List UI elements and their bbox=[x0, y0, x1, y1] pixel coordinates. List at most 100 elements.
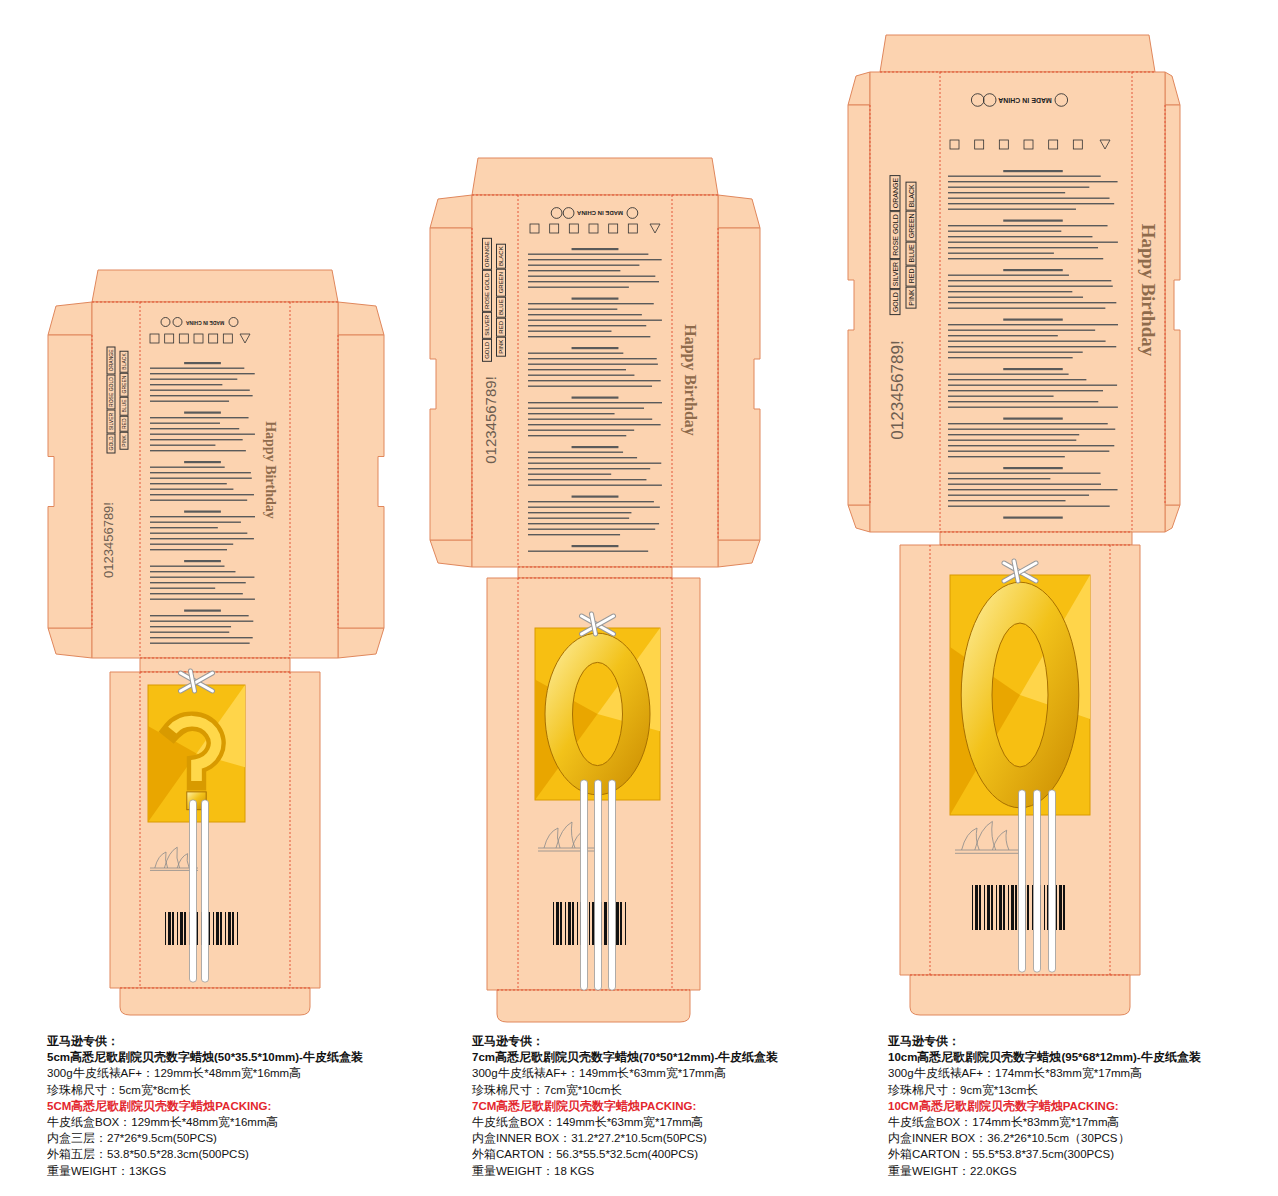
spec-line: 重量WEIGHT：22.0KGS bbox=[888, 1164, 1017, 1178]
fine-print bbox=[150, 428, 239, 429]
fine-print bbox=[528, 331, 611, 332]
fine-print bbox=[948, 357, 1073, 358]
spec-line: 外箱CARTON：56.3*55.5*32.5cm(400PCS) bbox=[472, 1147, 698, 1161]
color-name: ROSE GOLD bbox=[890, 211, 901, 259]
fine-print bbox=[948, 440, 1076, 441]
fine-print bbox=[948, 434, 1079, 435]
fold-line bbox=[1132, 72, 1133, 532]
fine-print bbox=[528, 485, 662, 486]
spec-line: 珍珠棉尺寸：7cm宽*10cm长 bbox=[472, 1083, 622, 1097]
barcode bbox=[225, 912, 226, 945]
fine-print bbox=[150, 500, 247, 501]
fold-line bbox=[930, 545, 931, 975]
made-in-label: MADE IN CHINA bbox=[577, 210, 623, 216]
barcode bbox=[1044, 885, 1045, 930]
color-table-row: GOLDSILVERROSE GOLDORANGE bbox=[890, 175, 901, 315]
fine-print bbox=[948, 335, 1058, 336]
fine-print bbox=[528, 303, 654, 304]
fold-line bbox=[140, 302, 141, 658]
warning-icon bbox=[609, 224, 618, 233]
color-name: GREEN bbox=[496, 269, 506, 296]
color-name: GREEN bbox=[120, 373, 129, 397]
fine-print bbox=[948, 330, 1095, 331]
fine-print bbox=[150, 494, 254, 495]
fine-print bbox=[948, 484, 1101, 485]
number-candle-highlight bbox=[172, 721, 216, 781]
barcode bbox=[616, 902, 619, 945]
box-back-panel: MADE IN CHINAHappy Birthday0123456789!GO… bbox=[92, 302, 338, 658]
fine-print bbox=[528, 507, 660, 508]
fine-print bbox=[528, 529, 655, 530]
fine-print bbox=[572, 298, 619, 300]
barcode bbox=[572, 902, 574, 945]
back-panel-outline bbox=[870, 72, 1165, 532]
spec-line: 300g牛皮纸裱AF+：174mm长*83mm宽*17mm高 bbox=[888, 1066, 1142, 1080]
spec-line: 内盒INNER BOX：31.2*27.2*10.5cm(50PCS) bbox=[472, 1131, 707, 1145]
fine-print bbox=[948, 478, 1050, 479]
number-set: 0123456789! bbox=[889, 340, 906, 439]
barcode bbox=[987, 885, 990, 930]
fine-print bbox=[528, 534, 620, 535]
fine-print bbox=[948, 473, 1100, 474]
box-dieline bbox=[430, 158, 760, 1022]
fine-print bbox=[572, 496, 619, 498]
fine-print bbox=[528, 380, 661, 381]
color-name: SILVER bbox=[890, 259, 901, 289]
fine-print bbox=[528, 259, 662, 260]
fine-print bbox=[150, 538, 254, 539]
fine-print bbox=[948, 280, 1111, 281]
warning-triangle bbox=[650, 224, 660, 233]
barcode bbox=[213, 912, 214, 945]
fine-print bbox=[948, 258, 1103, 259]
fine-print bbox=[150, 626, 231, 627]
fine-print bbox=[528, 265, 639, 266]
wick bbox=[1014, 561, 1018, 581]
barcode bbox=[553, 902, 554, 945]
fine-print bbox=[150, 384, 222, 385]
fold-line bbox=[518, 567, 672, 568]
recycle-logo bbox=[551, 208, 562, 219]
fold-line bbox=[518, 195, 519, 567]
corner-flap bbox=[430, 195, 472, 228]
fine-print bbox=[150, 593, 243, 594]
warning-icon bbox=[569, 224, 578, 233]
barcode bbox=[996, 885, 997, 930]
packing-heading: 10CM高悉尼歌剧院贝壳数字蜡烛PACKING: bbox=[888, 1099, 1119, 1113]
corner-flap bbox=[338, 628, 384, 658]
fine-print bbox=[528, 518, 629, 519]
tuck-flap bbox=[120, 988, 310, 1015]
fine-print bbox=[528, 430, 634, 431]
fine-print bbox=[150, 621, 253, 622]
side-flap bbox=[48, 335, 92, 628]
corner-flap bbox=[338, 302, 384, 335]
barcode bbox=[232, 912, 234, 945]
made-in-label: MADE IN CHINA bbox=[186, 320, 224, 325]
fine-print bbox=[184, 461, 221, 463]
fine-print bbox=[948, 495, 1089, 496]
barcode bbox=[620, 902, 622, 945]
box-back-panel: MADE IN CHINAHappy Birthday0123456789!GO… bbox=[870, 72, 1165, 532]
spec-line: 牛皮纸盒BOX：129mm长*48mm宽*16mm高 bbox=[47, 1115, 278, 1129]
fine-print bbox=[948, 385, 1117, 386]
fine-print bbox=[528, 270, 620, 271]
front-panel bbox=[900, 545, 1140, 975]
fine-print bbox=[528, 375, 634, 376]
spec-line: 7cm高悉尼歌剧院贝壳数字蜡烛(70*50*12mm)-牛皮纸盒装 bbox=[472, 1050, 778, 1064]
brand-text: Happy Birthday bbox=[682, 324, 698, 436]
fine-print bbox=[528, 457, 637, 458]
box-back-panel: MADE IN CHINAHappy Birthday0123456789!GO… bbox=[472, 195, 718, 567]
fold-line bbox=[120, 988, 310, 989]
fine-print bbox=[948, 401, 1098, 402]
fine-print bbox=[150, 445, 215, 446]
color-name: ORANGE bbox=[107, 347, 116, 375]
color-table-row: GOLDSILVERROSE GOLDORANGE bbox=[482, 238, 492, 362]
barcode bbox=[972, 885, 973, 930]
warning-icon bbox=[975, 140, 984, 149]
fold-line bbox=[472, 228, 473, 540]
fine-print bbox=[528, 369, 626, 370]
fine-print bbox=[150, 390, 250, 391]
warning-icon bbox=[589, 224, 598, 233]
candle-stick bbox=[1034, 790, 1041, 972]
warning-icon bbox=[150, 334, 159, 343]
warning-icon bbox=[1024, 140, 1033, 149]
